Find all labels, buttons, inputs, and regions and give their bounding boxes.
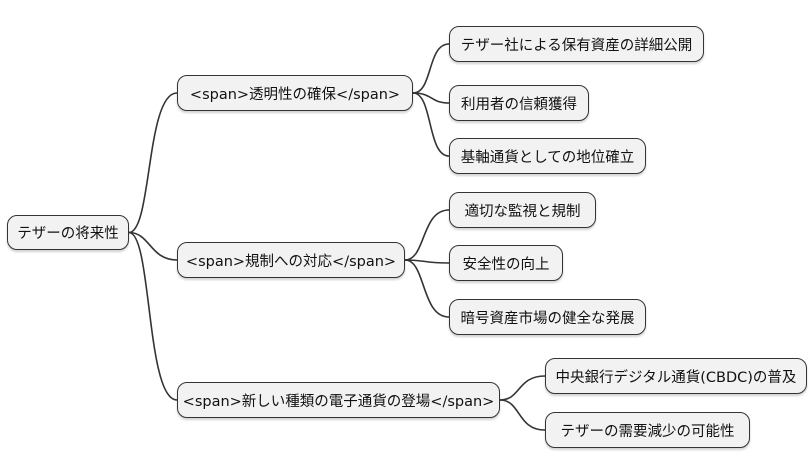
node-leaf-healthy-market: 暗号資産市場の健全な発展 [449, 299, 646, 335]
node-leaf-monitoring-regulation: 適切な監視と規制 [449, 192, 596, 228]
edge-root-branch3 [128, 231, 178, 401]
node-leaf-key-currency-status: 基軸通貨としての地位確立 [449, 138, 646, 174]
node-leaf-cbdc-spread: 中央銀行デジタル通貨(CBDC)の普及 [545, 358, 807, 394]
edge-branch3-leaf1 [499, 375, 546, 401]
edge-root-branch1 [128, 92, 178, 234]
node-leaf-asset-disclosure: テザー社による保有資産の詳細公開 [449, 26, 704, 62]
node-leaf-safety-improvement: 安全性の向上 [449, 245, 563, 281]
node-branch-regulation: <span>規制への対応</span> [177, 242, 405, 278]
node-root: テザーの将来性 [7, 215, 129, 250]
edge-branch2-leaf1 [404, 209, 450, 261]
edge-branch3-leaf2 [499, 399, 546, 431]
edge-branch2-leaf2 [404, 259, 450, 264]
edge-branch1-leaf1 [412, 43, 450, 94]
node-leaf-demand-decline: テザーの需要減少の可能性 [545, 412, 750, 448]
node-branch-transparency: <span>透明性の確保</span> [177, 75, 413, 111]
node-leaf-user-trust: 利用者の信頼獲得 [449, 85, 589, 121]
edge-branch2-leaf3 [404, 259, 450, 318]
edge-branch1-leaf3 [412, 92, 450, 157]
node-branch-new-currencies: <span>新しい種類の電子通貨の登場</span> [177, 382, 500, 418]
edge-root-branch2 [128, 231, 178, 261]
